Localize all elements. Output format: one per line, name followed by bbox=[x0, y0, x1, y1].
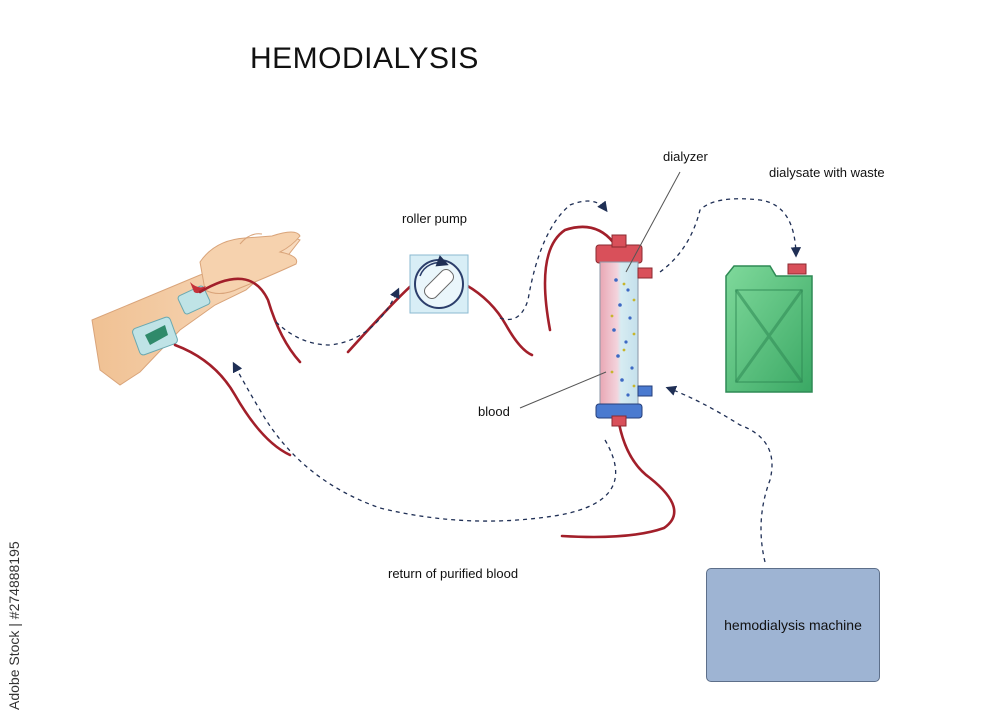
roller-pump-label: roller pump bbox=[402, 211, 468, 226]
hand bbox=[199, 231, 301, 294]
roller-pump bbox=[409, 254, 469, 314]
canister-cap bbox=[787, 263, 807, 275]
thumb bbox=[239, 233, 263, 245]
waste-particles bbox=[610, 282, 636, 388]
pump-outlet-tube bbox=[464, 283, 534, 357]
dialyzer-inlet-tube bbox=[543, 225, 615, 332]
blood-label: blood bbox=[478, 404, 510, 419]
dialyzer-top-port bbox=[611, 234, 627, 248]
pump-rotation-arrow bbox=[419, 255, 449, 277]
pump-inlet-tube bbox=[346, 283, 414, 354]
page-title: HEMODIALYSIS bbox=[250, 42, 479, 75]
flow-arrow-from-machine bbox=[665, 385, 773, 563]
dialyzer-label: dialyzer bbox=[663, 149, 708, 164]
dialysate-canister bbox=[725, 263, 813, 393]
dialyzer-outlet-tube bbox=[560, 416, 676, 539]
dialysate-with-waste-label: dialysate with waste bbox=[769, 165, 885, 180]
pump-roller bbox=[424, 269, 454, 299]
stock-id-watermark: Adobe Stock | #274888195 bbox=[4, 492, 24, 722]
hemodialysis-machine: hemodialysis machine bbox=[706, 568, 880, 682]
needle-clip bbox=[145, 325, 168, 345]
dialysate-out-port bbox=[637, 267, 653, 279]
stock-id-text: Adobe Stock | #274888195 bbox=[6, 541, 22, 710]
dialyzer-pointer-line bbox=[625, 171, 681, 273]
flow-arrow-return bbox=[232, 361, 617, 522]
blood-pointer-line bbox=[519, 371, 607, 409]
dialyzer-bottom-port bbox=[611, 415, 627, 427]
arterial-tube bbox=[198, 277, 302, 364]
dialyzer-body bbox=[599, 261, 639, 407]
patient-arm bbox=[91, 231, 301, 386]
membrane-particles bbox=[612, 278, 634, 397]
dialyzer-unit bbox=[519, 171, 681, 427]
dialyzer-top-cap bbox=[595, 244, 643, 264]
canister-body bbox=[725, 265, 813, 393]
venous-return-tube bbox=[173, 343, 292, 457]
canister-x-mark bbox=[734, 289, 804, 383]
canister-panel bbox=[735, 289, 803, 383]
flow-arrow-pump-to-dialyzer bbox=[499, 200, 608, 321]
bandage-upper bbox=[177, 285, 211, 315]
flow-arrows bbox=[232, 198, 802, 563]
hemodialysis-machine-label: hemodialysis machine bbox=[724, 617, 862, 633]
dialysate-in-port bbox=[637, 385, 653, 397]
return-of-purified-blood-label: return of purified blood bbox=[388, 566, 519, 581]
flow-arrow-to-canister bbox=[659, 198, 802, 273]
